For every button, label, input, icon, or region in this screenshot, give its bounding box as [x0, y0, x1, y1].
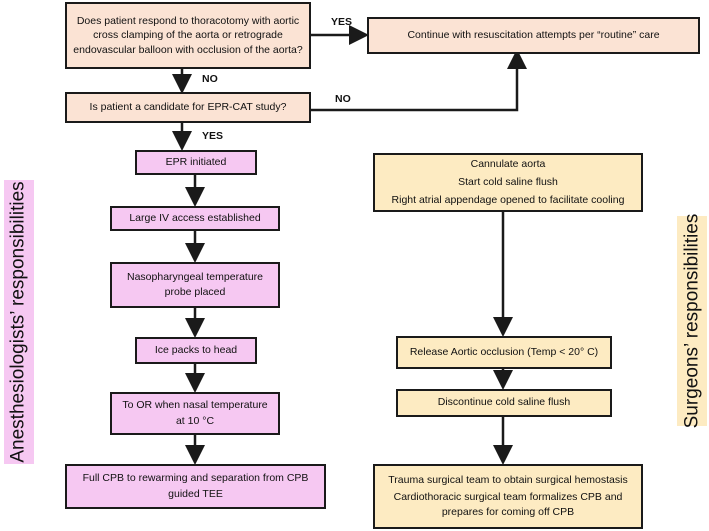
anesthesiologists-responsibilities-label: Anesthesiologists’ responsibilities	[4, 180, 34, 464]
surgeons-responsibilities-label: Surgeons’ responsibilities	[677, 213, 707, 429]
step-surgical-hemostasis: Trauma surgical team to obtain surgical …	[373, 464, 643, 529]
step-temperature-probe: Nasopharyngeal temperature probe placed	[110, 262, 280, 308]
step-epr-initiated-text: EPR initiated	[165, 155, 227, 168]
label-no-q2: NO	[335, 93, 351, 105]
step-cannulate-aorta: Cannulate aorta Start cold saline flush …	[373, 153, 643, 212]
step-discontinue-flush-text: Discontinue cold saline flush	[437, 396, 571, 409]
continue-routine-care-box: Continue with resuscitation attempts per…	[367, 17, 700, 54]
step-temperature-probe-text: Nasopharyngeal temperature probe placed	[127, 270, 263, 298]
step-release-aortic-occlusion-text: Release Aortic occlusion (Temp < 20° C)	[409, 345, 599, 358]
step-ice-packs: Ice packs to head	[135, 337, 257, 364]
hemostasis-line-2: Cardiothoracic surgical team formalizes …	[393, 490, 623, 519]
step-cannulate-aorta-lines: Cannulate aorta Start cold saline flush …	[392, 157, 625, 209]
decision-thoracotomy-response: Does patient respond to thoracotomy with…	[65, 2, 311, 69]
step-iv-access: Large IV access established	[110, 206, 280, 231]
arrow-q2-no-to-continue	[311, 49, 527, 112]
label-no-q1: NO	[202, 73, 218, 85]
decision-epr-cat-text: Is patient a candidate for EPR-CAT study…	[89, 100, 287, 113]
step-release-aortic-occlusion: Release Aortic occlusion (Temp < 20° C)	[396, 336, 612, 369]
continue-routine-care-text: Continue with resuscitation attempts per…	[407, 28, 660, 41]
cannulate-line-1: Cannulate aorta	[470, 157, 546, 170]
step-full-cpb: Full CPB to rewarming and separation fro…	[65, 464, 326, 509]
anesthesiologists-label-text: Anesthesiologists’ responsibilities	[8, 181, 29, 463]
hemostasis-line-1: Trauma surgical team to obtain surgical …	[388, 473, 628, 486]
step-epr-initiated: EPR initiated	[135, 150, 257, 175]
step-to-or-text: To OR when nasal temperature at 10 °C	[122, 399, 268, 427]
step-iv-access-text: Large IV access established	[129, 211, 261, 224]
step-surgical-hemostasis-lines: Trauma surgical team to obtain surgical …	[381, 473, 635, 521]
surgeons-label-text: Surgeons’ responsibilities	[681, 213, 702, 429]
label-yes-q2: YES	[202, 130, 224, 142]
decision-epr-cat-candidate: Is patient a candidate for EPR-CAT study…	[65, 92, 311, 123]
label-yes-q1: YES	[331, 16, 353, 28]
step-ice-packs-text: Ice packs to head	[154, 343, 238, 356]
step-to-or: To OR when nasal temperature at 10 °C	[110, 392, 280, 435]
step-full-cpb-text: Full CPB to rewarming and separation fro…	[82, 472, 309, 500]
cannulate-line-2: Start cold saline flush	[458, 175, 558, 188]
decision-thoracotomy-text: Does patient respond to thoracotomy with…	[73, 15, 303, 56]
step-discontinue-flush: Discontinue cold saline flush	[396, 389, 612, 417]
cannulate-line-3: Right atrial appendage opened to facilit…	[391, 194, 625, 207]
